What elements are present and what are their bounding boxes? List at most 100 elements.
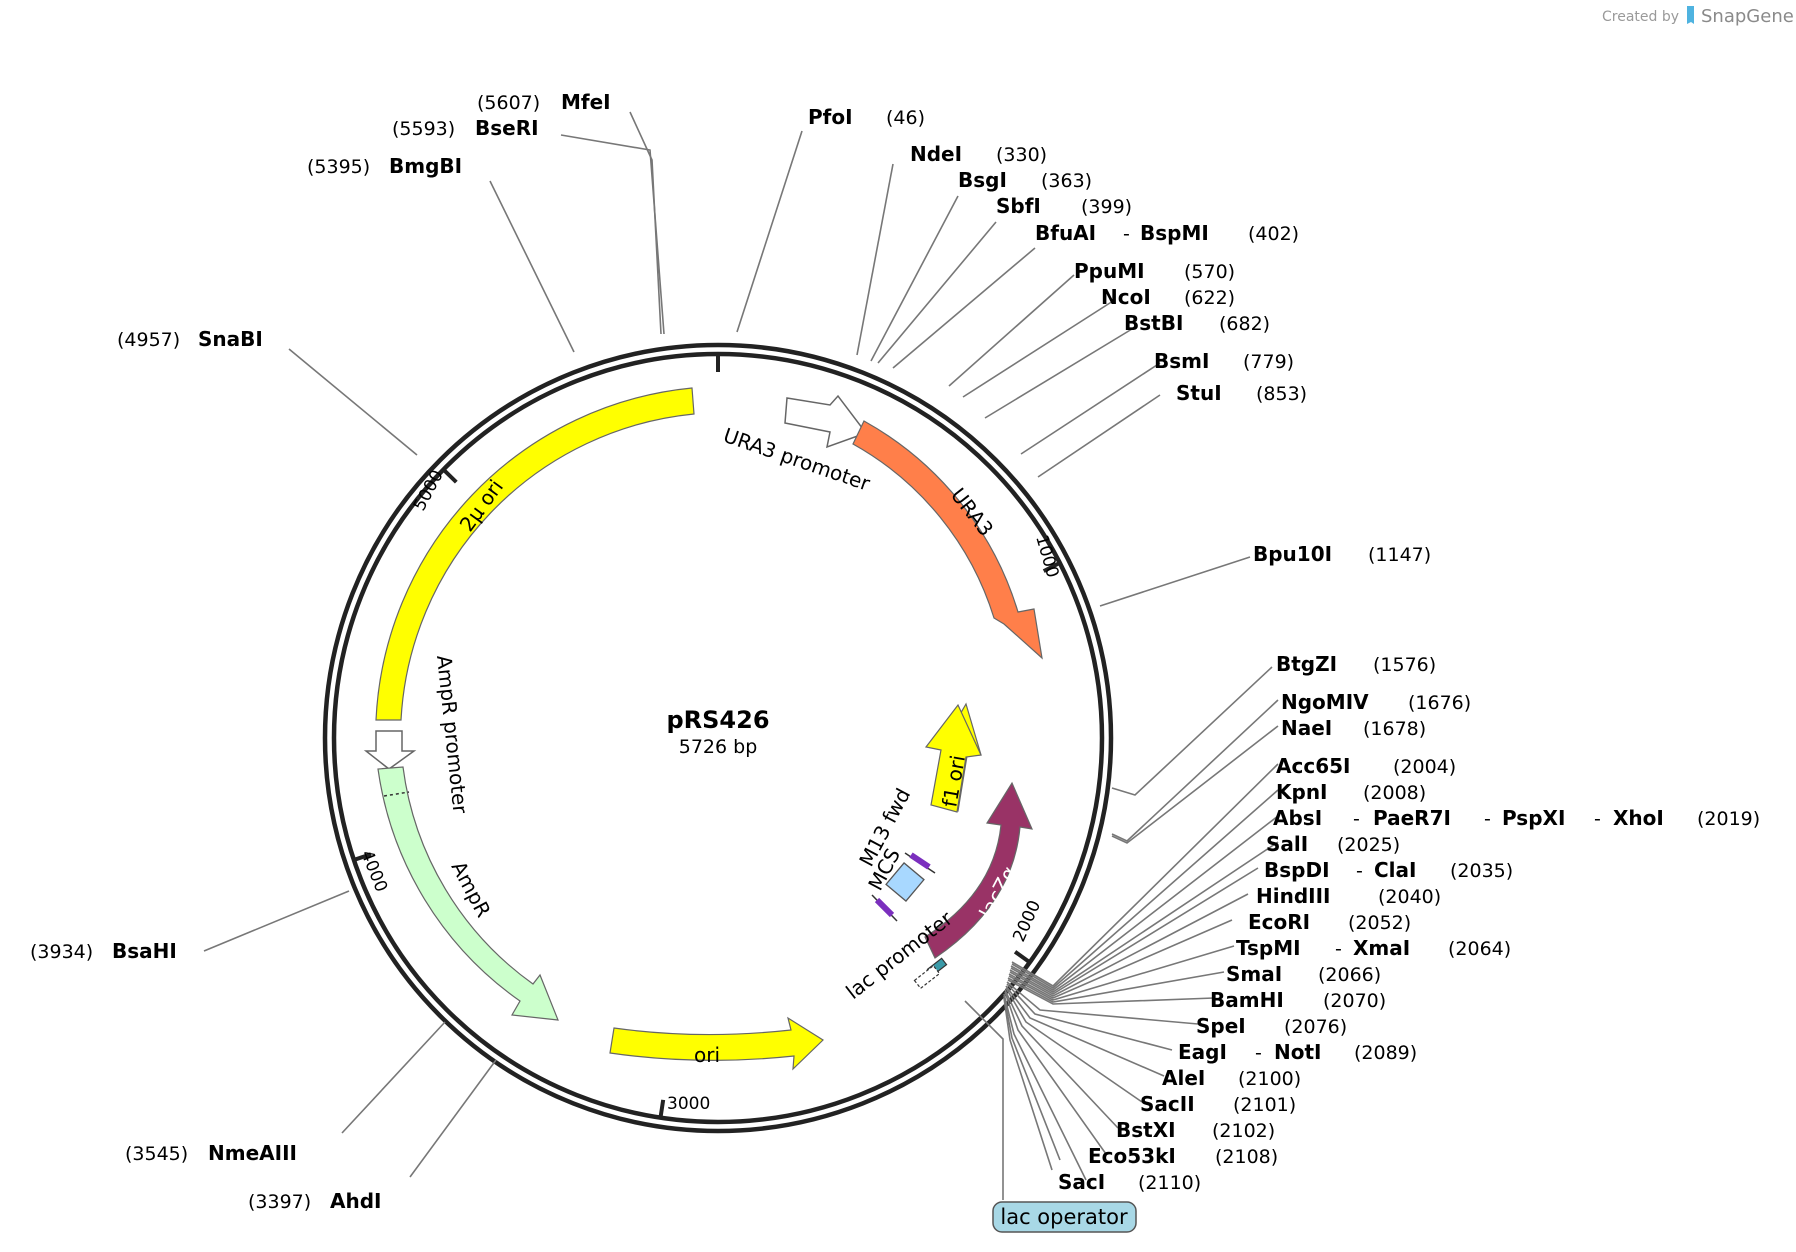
ori-label: ori: [694, 1043, 720, 1067]
svg-text:(2102): (2102): [1212, 1120, 1275, 1142]
svg-text:AhdI: AhdI: [330, 1189, 381, 1213]
site-ahdi[interactable]: (3397)AhdI: [248, 1189, 381, 1213]
svg-text:SacII: SacII: [1140, 1092, 1195, 1116]
site-ngomiv[interactable]: NgoMIV(1676): [1281, 690, 1471, 714]
site-leader-lines: [203, 111, 1279, 1200]
svg-text:(363): (363): [1041, 170, 1092, 192]
tick-3000: [658, 1099, 666, 1118]
svg-text:BstBI: BstBI: [1124, 311, 1183, 335]
svg-text:(2101): (2101): [1233, 1094, 1296, 1116]
site-smai[interactable]: SmaI(2066): [1226, 962, 1381, 986]
svg-text:MfeI: MfeI: [561, 90, 611, 114]
plasmid-size: 5726 bp: [679, 736, 758, 758]
site-ppumi[interactable]: PpuMI(570): [1074, 259, 1235, 283]
site-bpu10i[interactable]: Bpu10I(1147): [1253, 542, 1431, 566]
ori-arrow[interactable]: [609, 1016, 824, 1071]
svg-text:AbsI: AbsI: [1273, 806, 1322, 830]
svg-text:(2070): (2070): [1323, 990, 1386, 1012]
two-micron-ori-arrow[interactable]: [375, 387, 695, 721]
tick-5000: [442, 468, 458, 484]
lac-promoter-marker[interactable]: [913, 964, 941, 990]
lacz-alpha-arrow[interactable]: [924, 781, 1033, 959]
svg-text:(622): (622): [1184, 287, 1235, 309]
snapgene-credit: Created by SnapGene: [1602, 6, 1794, 27]
site-btgzi[interactable]: BtgZI(1576): [1276, 652, 1436, 676]
svg-text:NdeI: NdeI: [910, 142, 962, 166]
svg-text:(2076): (2076): [1284, 1016, 1347, 1038]
site-bsahi[interactable]: (3934)BsaHI: [30, 939, 177, 963]
site-saci[interactable]: SacI(2110): [1058, 1170, 1201, 1194]
site-bsmi[interactable]: BsmI(779): [1154, 349, 1294, 373]
svg-text:(2004): (2004): [1393, 756, 1456, 778]
ampr-promoter-arrow[interactable]: [363, 730, 417, 770]
site-mfei[interactable]: (5607)MfeI: [477, 90, 611, 114]
svg-text:StuI: StuI: [1176, 381, 1222, 405]
site-sali[interactable]: SalI(2025): [1266, 832, 1400, 856]
tick-2000: [1013, 950, 1031, 964]
site-bstxi[interactable]: BstXI(2102): [1116, 1118, 1275, 1142]
site-kpni[interactable]: KpnI(2008): [1276, 780, 1426, 804]
site-bspdi-clai[interactable]: BspDI-ClaI(2035): [1264, 858, 1513, 882]
ura3-arrow[interactable]: [852, 420, 1043, 660]
lac-operator-label-box[interactable]: lac operator: [992, 1201, 1137, 1233]
snapgene-logo-icon: [1687, 6, 1694, 24]
site-naei[interactable]: NaeI(1678): [1281, 716, 1426, 740]
site-bsgi[interactable]: BsgI (363): [958, 168, 1092, 192]
svg-text:-: -: [1356, 860, 1363, 882]
tick-label-2000: 2000: [1009, 897, 1045, 945]
site-bmgbi[interactable]: (5395)BmgBI: [307, 154, 462, 178]
svg-text:BsaHI: BsaHI: [112, 939, 177, 963]
site-nmeaiii[interactable]: (3545)NmeAIII: [125, 1141, 297, 1165]
mcs-box[interactable]: [885, 862, 925, 902]
site-absi-paer7i-pspxi-xhoi[interactable]: AbsI-PaeR7I-PspXI-XhoI(2019): [1273, 806, 1760, 830]
svg-text:SpeI: SpeI: [1196, 1014, 1246, 1038]
svg-text:Eco53kI: Eco53kI: [1088, 1144, 1176, 1168]
svg-text:(2108): (2108): [1215, 1146, 1278, 1168]
credit-brand: SnapGene: [1701, 6, 1794, 27]
svg-text:(2100): (2100): [1238, 1068, 1301, 1090]
svg-text:(5395): (5395): [307, 156, 370, 178]
svg-text:AleI: AleI: [1162, 1066, 1205, 1090]
site-sbfi[interactable]: SbfI(399): [996, 194, 1132, 218]
site-snabi[interactable]: (4957)SnaBI: [117, 327, 263, 351]
site-pfoi[interactable]: PfoI(46): [808, 105, 925, 129]
site-alei[interactable]: AleI (2100): [1162, 1066, 1301, 1090]
site-eco53ki[interactable]: Eco53kI (2108): [1088, 1144, 1278, 1168]
svg-text:(570): (570): [1184, 261, 1235, 283]
svg-text:(2008): (2008): [1363, 782, 1426, 804]
site-spei[interactable]: SpeI (2076): [1196, 1014, 1347, 1038]
svg-text:(2066): (2066): [1318, 964, 1381, 986]
svg-text:(2052): (2052): [1348, 912, 1411, 934]
svg-text:BamHI: BamHI: [1210, 988, 1284, 1012]
svg-text:XmaI: XmaI: [1353, 936, 1410, 960]
ura3-promoter-arrow[interactable]: [784, 394, 868, 449]
svg-text:BsmI: BsmI: [1154, 349, 1209, 373]
site-ecori[interactable]: EcoRI(2052): [1248, 910, 1411, 934]
svg-text:BsgI: BsgI: [958, 168, 1007, 192]
svg-text:-: -: [1594, 808, 1601, 830]
site-tspmi-xmai[interactable]: TspMI-XmaI(2064): [1236, 936, 1511, 960]
svg-text:PfoI: PfoI: [808, 105, 853, 129]
svg-text:(2089): (2089): [1354, 1042, 1417, 1064]
site-hindiii[interactable]: HindIII(2040): [1256, 884, 1441, 908]
site-ndei[interactable]: NdeI (330): [910, 142, 1047, 166]
svg-text:(2040): (2040): [1378, 886, 1441, 908]
tick-1000: [1042, 561, 1061, 573]
svg-text:(330): (330): [996, 144, 1047, 166]
ampr-arrow[interactable]: [377, 766, 559, 1021]
site-bfuai-bspmi[interactable]: BfuAI-BspMI(402): [1035, 221, 1299, 245]
site-ncoi[interactable]: NcoI(622): [1101, 285, 1235, 309]
site-acc65i[interactable]: Acc65I(2004): [1276, 754, 1456, 778]
site-bseri[interactable]: (5593)BseRI: [392, 116, 539, 140]
svg-text:SbfI: SbfI: [996, 194, 1041, 218]
site-stui[interactable]: StuI(853): [1176, 381, 1307, 405]
site-eagi-noti[interactable]: EagI-NotI(2089): [1178, 1040, 1417, 1064]
site-sacii[interactable]: SacII (2101): [1140, 1092, 1296, 1116]
tick-4000: [353, 852, 372, 862]
m13-fwd-primer[interactable]: [871, 852, 936, 922]
site-bamhi[interactable]: BamHI (2070): [1210, 988, 1386, 1012]
site-bstbi[interactable]: BstBI(682): [1124, 311, 1270, 335]
svg-text:BfuAI: BfuAI: [1035, 221, 1096, 245]
svg-text:BspMI: BspMI: [1140, 221, 1209, 245]
